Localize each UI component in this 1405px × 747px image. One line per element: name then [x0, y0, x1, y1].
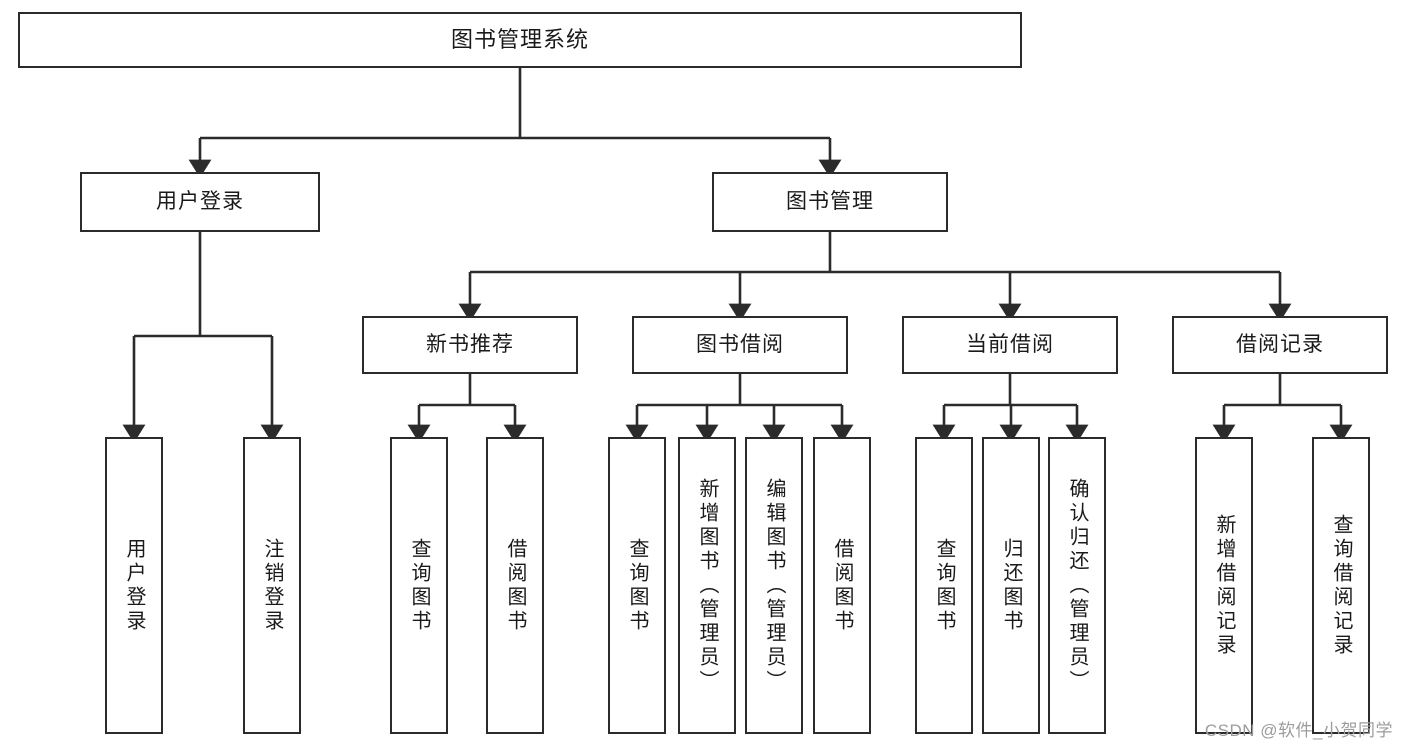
node-label: 确认归还（管理员）	[1066, 477, 1088, 694]
node-label: 查询图书	[626, 537, 648, 634]
node-current-borrow[interactable]: 当前借阅	[902, 316, 1118, 374]
leaf-add-book-admin[interactable]: 新增图书（管理员）	[678, 437, 736, 734]
node-borrow-record[interactable]: 借阅记录	[1172, 316, 1388, 374]
node-label: 借阅记录	[1236, 333, 1324, 357]
node-label: 用户登录	[156, 190, 244, 214]
leaf-query-book-borrow[interactable]: 查询图书	[608, 437, 666, 734]
node-label: 新增图书（管理员）	[696, 477, 718, 694]
node-label: 注销登录	[261, 537, 283, 634]
leaf-query-book-recommend[interactable]: 查询图书	[390, 437, 448, 734]
leaf-add-borrow-record[interactable]: 新增借阅记录	[1195, 437, 1253, 734]
node-label: 新书推荐	[426, 333, 514, 357]
node-user-login[interactable]: 用户登录	[80, 172, 320, 232]
leaf-edit-book-admin[interactable]: 编辑图书（管理员）	[745, 437, 803, 734]
leaf-confirm-return-admin[interactable]: 确认归还（管理员）	[1048, 437, 1106, 734]
node-label: 新增借阅记录	[1213, 513, 1235, 658]
node-root-book-management-system[interactable]: 图书管理系统	[18, 12, 1022, 68]
leaf-query-borrow-record[interactable]: 查询借阅记录	[1312, 437, 1370, 734]
leaf-user-login[interactable]: 用户登录	[105, 437, 163, 734]
watermark-text: CSDN @软件_小贺同学	[1204, 721, 1393, 740]
node-label: 当前借阅	[966, 333, 1054, 357]
node-label: 查询图书	[933, 537, 955, 634]
node-label: 借阅图书	[831, 537, 853, 634]
node-label: 图书管理	[786, 190, 874, 214]
node-label: 归还图书	[1000, 537, 1022, 634]
node-label: 借阅图书	[504, 537, 526, 634]
leaf-borrow-book[interactable]: 借阅图书	[813, 437, 871, 734]
leaf-return-book[interactable]: 归还图书	[982, 437, 1040, 734]
node-label: 查询图书	[408, 537, 430, 634]
node-book-management[interactable]: 图书管理	[712, 172, 948, 232]
node-label: 图书管理系统	[450, 26, 589, 52]
node-label: 查询借阅记录	[1330, 513, 1352, 658]
node-label: 编辑图书（管理员）	[763, 477, 785, 694]
node-book-borrow[interactable]: 图书借阅	[632, 316, 848, 374]
node-new-book-recommend[interactable]: 新书推荐	[362, 316, 578, 374]
node-label: 用户登录	[123, 537, 145, 634]
leaf-borrow-book-recommend[interactable]: 借阅图书	[486, 437, 544, 734]
leaf-logout[interactable]: 注销登录	[243, 437, 301, 734]
node-label: 图书借阅	[696, 333, 784, 357]
leaf-query-book-current[interactable]: 查询图书	[915, 437, 973, 734]
